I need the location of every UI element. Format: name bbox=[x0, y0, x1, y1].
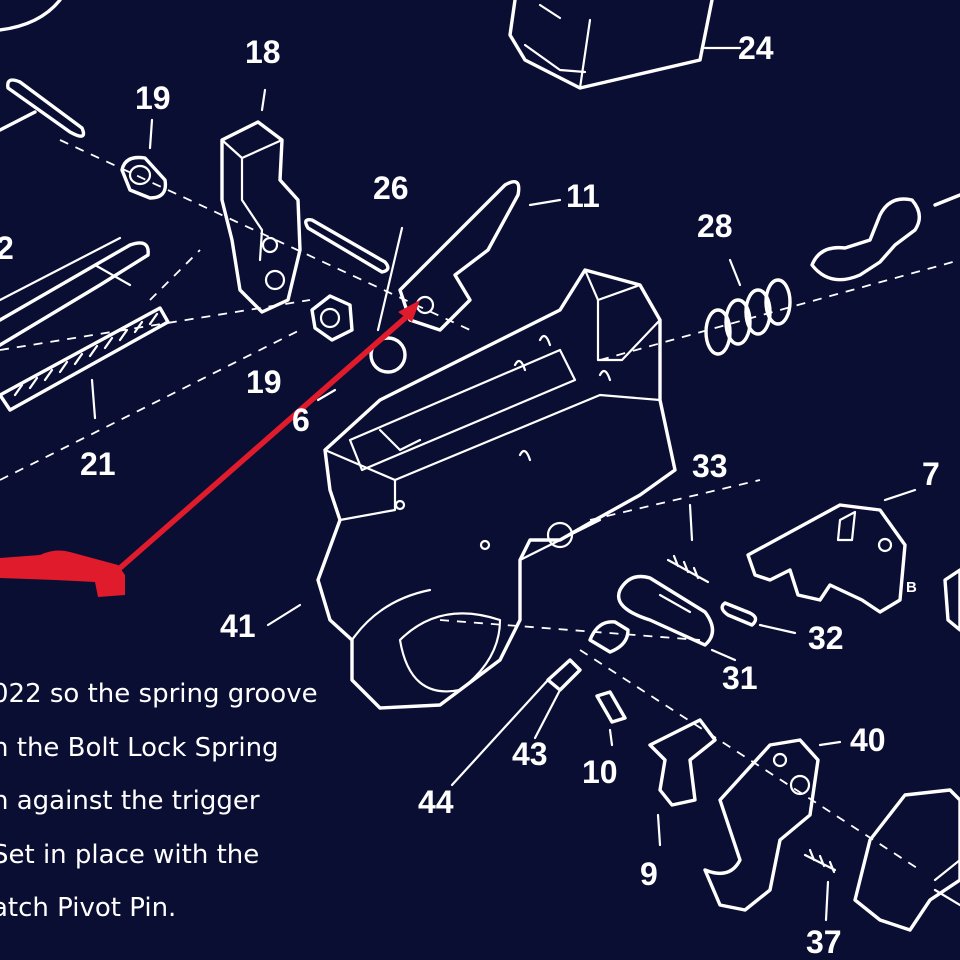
part-plunger-right bbox=[810, 193, 960, 282]
label-part-21: 21 bbox=[80, 446, 116, 482]
label-part-28: 28 bbox=[697, 208, 733, 244]
part-partial-circle bbox=[0, 0, 62, 32]
label-part-b: B bbox=[906, 579, 917, 596]
label-part-6: 6 bbox=[292, 402, 310, 438]
leader-lines bbox=[90, 46, 917, 922]
caption-line-2: h the Bolt Lock Spring bbox=[0, 732, 279, 763]
label-part-43: 43 bbox=[512, 736, 548, 772]
part-19-bushing-lower bbox=[310, 294, 354, 342]
part-lower-right bbox=[853, 788, 960, 932]
highlight-bolt-lock-spring bbox=[0, 300, 420, 597]
part-40-trigger bbox=[703, 738, 820, 912]
label-part-44: 44 bbox=[418, 784, 454, 820]
part-32-pin bbox=[720, 601, 758, 627]
part-rods-left bbox=[0, 236, 150, 347]
part-43-44-pins bbox=[546, 620, 630, 724]
part-37-spring bbox=[803, 848, 837, 874]
label-part-18: 18 bbox=[245, 34, 281, 70]
instruction-caption: 022 so the spring groove h the Bolt Lock… bbox=[0, 668, 372, 936]
part-9-trigger-shoe bbox=[648, 718, 717, 847]
part-6-disc bbox=[369, 336, 407, 374]
label-part-10: 10 bbox=[582, 754, 618, 790]
part-18-hammer bbox=[220, 120, 302, 314]
part-33-spring bbox=[666, 554, 710, 584]
part-pin-top-left bbox=[0, 78, 86, 138]
caption-line-1: 022 so the spring groove bbox=[0, 679, 318, 709]
caption-line-4: Set in place with the bbox=[0, 839, 260, 870]
part-26-pin bbox=[304, 217, 404, 332]
part-7-sear-plate bbox=[746, 503, 960, 632]
part-28-spring bbox=[704, 278, 792, 356]
label-part-2: 2 bbox=[0, 230, 14, 266]
label-part-41: 41 bbox=[220, 608, 256, 644]
label-part-9: 9 bbox=[640, 856, 658, 892]
label-part-24: 24 bbox=[738, 30, 774, 66]
label-part-33: 33 bbox=[692, 448, 728, 484]
part-receiver-housing bbox=[316, 268, 677, 710]
part-21-spring bbox=[0, 306, 170, 412]
label-part-40: 40 bbox=[850, 722, 886, 758]
label-part-26: 26 bbox=[373, 170, 409, 206]
label-part-7: 7 bbox=[922, 456, 940, 492]
part-24-block bbox=[508, 0, 714, 90]
part-19-bushing-upper bbox=[120, 155, 168, 200]
label-part-31: 31 bbox=[722, 660, 758, 696]
part-31-roller bbox=[617, 574, 715, 647]
label-part-37: 37 bbox=[806, 924, 842, 960]
part-11-bolt-lock bbox=[398, 180, 521, 332]
caption-line-5: atch Pivot Pin. bbox=[0, 893, 177, 923]
label-part-19-lower: 19 bbox=[246, 364, 282, 400]
label-part-32: 32 bbox=[808, 620, 844, 656]
label-part-11: 11 bbox=[566, 178, 600, 214]
caption-line-3: h against the trigger bbox=[0, 786, 260, 816]
label-part-19-upper: 19 bbox=[135, 80, 171, 116]
